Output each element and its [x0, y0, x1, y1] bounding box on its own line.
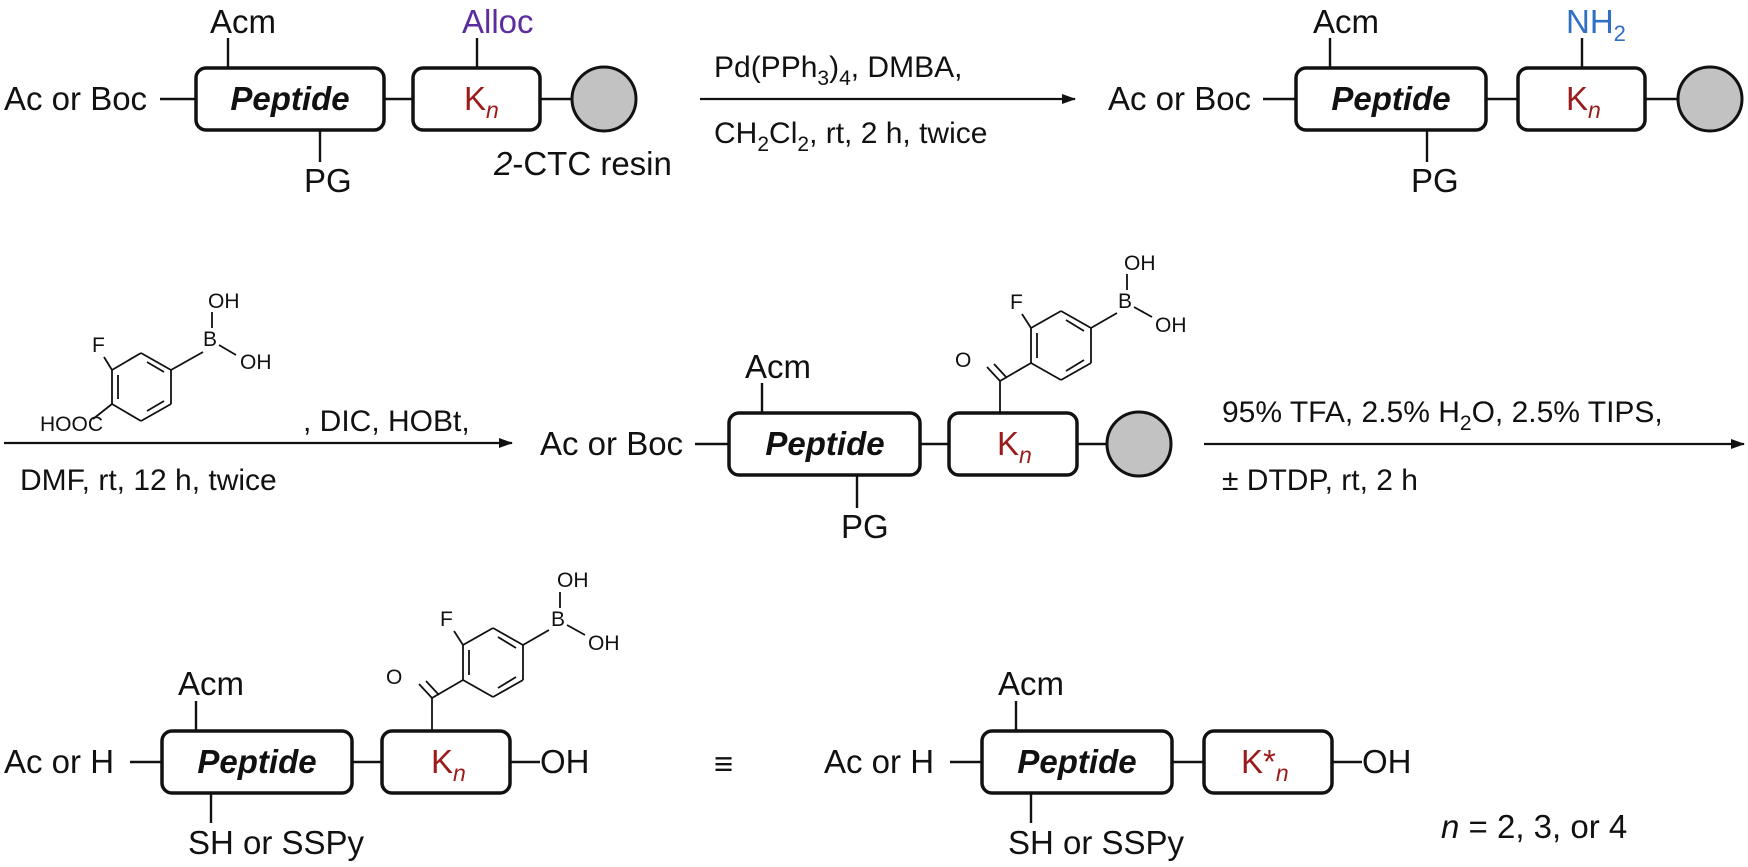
n-terminus-label: Ac or Boc	[540, 425, 683, 462]
compound-free-amine: Ac or Boc Peptide Acm PG Kn NH2	[1108, 3, 1744, 199]
step1-conditions-line1: Pd(PPh3)4, DMBA,	[714, 51, 962, 90]
carbonyl-oxygen: O	[386, 666, 402, 689]
boron-oh-right: OH	[588, 632, 620, 655]
lysine-label: Kn	[431, 743, 466, 786]
alloc-label: Alloc	[462, 3, 534, 40]
boron-oh-top: OH	[557, 569, 589, 592]
acm-label: Acm	[210, 3, 276, 40]
reagent-fluoro-carboxyphenylboronic-acid: F HOOC B OH OH	[40, 290, 272, 436]
boron-oh-top: OH	[1124, 252, 1156, 275]
compound-abbreviated: Ac or H Peptide Acm SH or SSPy K*n OH	[824, 665, 1412, 861]
step3-conditions-line1: 95% TFA, 2.5% H2O, 2.5% TIPS,	[1222, 396, 1663, 435]
step3-conditions-line2: ± DTDP, rt, 2 h	[1222, 464, 1418, 497]
step1-conditions-line2: CH2Cl2, rt, 2 h, twice	[714, 117, 987, 156]
peptide-label: Peptide	[1017, 743, 1136, 780]
step1-arrow-group: Pd(PPh3)4, DMBA, CH2Cl2, rt, 2 h, twice	[700, 51, 1076, 156]
n-terminus-label: Ac or Boc	[1108, 80, 1251, 117]
thiol-label: SH or SSPy	[188, 824, 365, 861]
compound-cleaved-peptide: Ac or H Peptide Acm SH or SSPy Kn OH O F…	[4, 569, 620, 861]
peptide-label: Peptide	[230, 80, 349, 117]
pg-label: PG	[304, 162, 352, 199]
peptide-label: Peptide	[1331, 80, 1450, 117]
hooc-group: HOOC	[40, 413, 103, 436]
modified-lysine-label: K*n	[1241, 743, 1289, 786]
acm-label: Acm	[745, 348, 811, 385]
boron-atom: B	[1118, 290, 1132, 313]
n-value-footnote: n = 2, 3, or 4	[1441, 808, 1627, 845]
carbonyl-oxygen: O	[955, 349, 971, 372]
peptide-label: Peptide	[765, 425, 884, 462]
resin-bead	[1676, 65, 1744, 133]
step2-conditions-line1: , DIC, HOBt,	[303, 405, 470, 438]
fluorine-atom: F	[92, 334, 105, 357]
resin-label: 2-CTC resin	[493, 145, 672, 182]
equivalence-symbol: ≡	[714, 745, 733, 782]
c-terminus-oh: OH	[1362, 743, 1412, 780]
fluorine-atom: F	[1010, 291, 1023, 314]
boron-atom: B	[203, 328, 217, 351]
compound-alloc-protected: Ac or Boc Peptide Acm PG Kn Alloc 2-CTC …	[4, 3, 672, 199]
c-terminus-oh: OH	[540, 743, 590, 780]
acm-label: Acm	[178, 665, 244, 702]
n-terminus-label: Ac or H	[4, 743, 114, 780]
acm-label: Acm	[998, 665, 1064, 702]
step3-arrow-group: 95% TFA, 2.5% H2O, 2.5% TIPS, ± DTDP, rt…	[1204, 396, 1745, 497]
boron-atom: B	[551, 608, 565, 631]
compound-boronic-acylated-on-resin: Ac or Boc Peptide Acm PG Kn O F B OH	[540, 252, 1187, 545]
boron-oh-right: OH	[240, 351, 272, 374]
lysine-label: Kn	[1566, 80, 1601, 123]
n-terminus-label: Ac or H	[824, 743, 934, 780]
boron-oh-right: OH	[1155, 314, 1187, 337]
nh2-label: NH2	[1566, 3, 1626, 46]
resin-bead	[570, 65, 638, 133]
boron-oh-top: OH	[208, 290, 240, 313]
step2-arrow-group: , DIC, HOBt, DMF, rt, 12 h, twice	[4, 405, 513, 497]
fluorine-atom: F	[440, 608, 453, 631]
lysine-label: Kn	[997, 425, 1032, 468]
lysine-label: Kn	[464, 80, 499, 123]
resin-bead	[1105, 410, 1173, 478]
pg-label: PG	[1411, 162, 1459, 199]
step2-conditions-line2: DMF, rt, 12 h, twice	[20, 464, 277, 497]
peptide-label: Peptide	[197, 743, 316, 780]
n-terminus-label: Ac or Boc	[4, 80, 147, 117]
acm-label: Acm	[1313, 3, 1379, 40]
pg-label: PG	[841, 508, 889, 545]
thiol-label: SH or SSPy	[1008, 824, 1185, 861]
